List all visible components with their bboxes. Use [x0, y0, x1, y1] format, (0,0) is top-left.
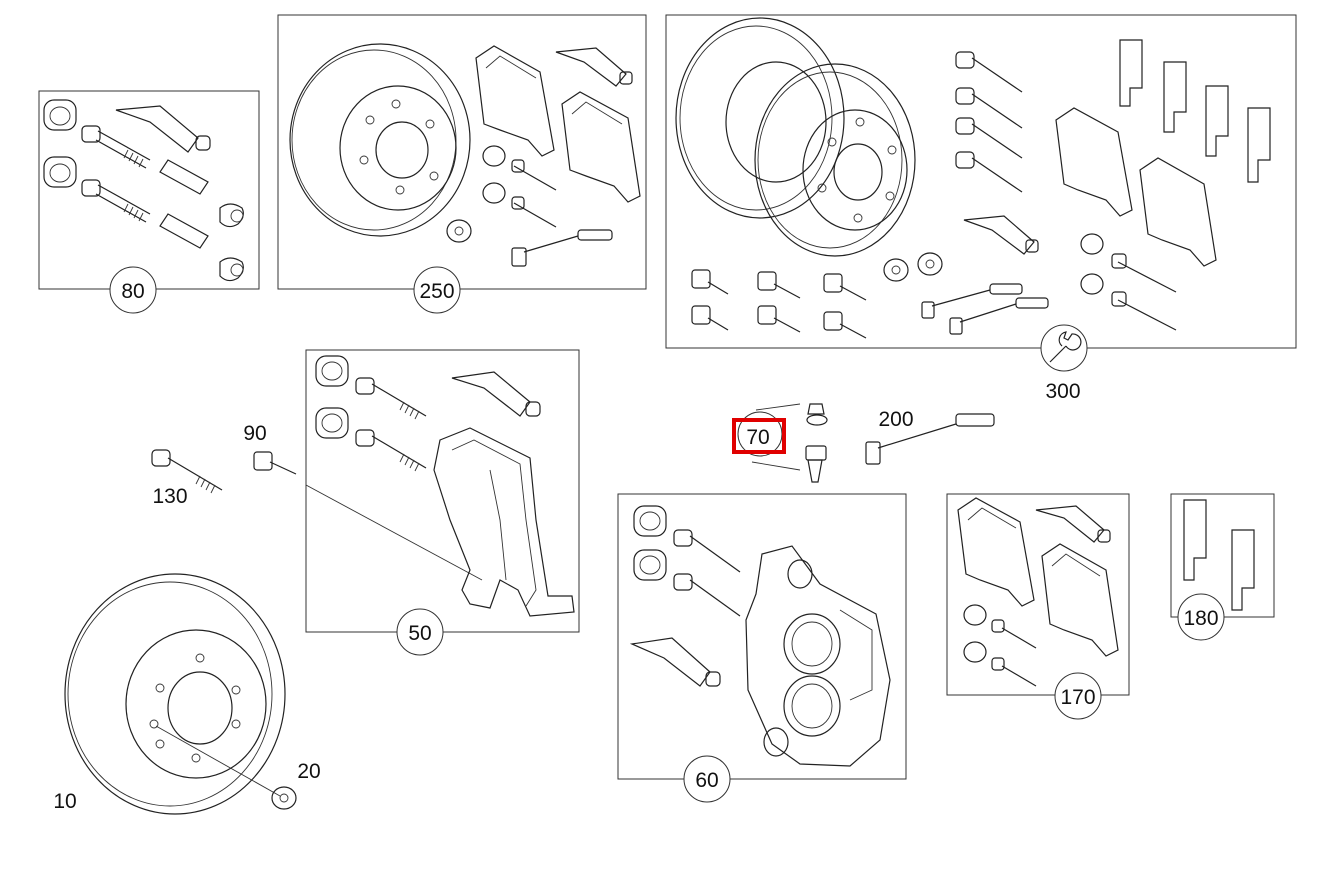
part-10[interactable]: 10	[53, 573, 286, 815]
screw	[446, 219, 472, 243]
wear-sensor-200	[865, 441, 881, 465]
guide-pin-bolt	[955, 51, 1023, 193]
hex-bolt-90	[253, 451, 273, 471]
brake-disc	[675, 17, 916, 257]
seal-ring	[482, 145, 506, 204]
grease-tube	[1035, 505, 1111, 543]
caliper-bracket	[433, 427, 575, 617]
callout-80-label: 80	[121, 280, 144, 303]
grease-tube	[115, 105, 211, 153]
bolt	[991, 619, 1037, 687]
kit-170[interactable]: 170	[946, 493, 1130, 720]
kit-60-box	[617, 493, 907, 780]
bolt-130	[151, 449, 171, 467]
seal-ring	[963, 604, 987, 663]
kit-50-box	[305, 349, 580, 633]
callout-250[interactable]: 250	[413, 266, 461, 314]
wear-sensor	[921, 283, 1049, 335]
seal-ring	[633, 505, 667, 581]
kit-80[interactable]: 80	[38, 90, 260, 314]
kit-170-box	[946, 493, 1130, 696]
guide-sleeve	[159, 159, 209, 249]
part-20[interactable]: 20	[155, 725, 321, 810]
grease-tube	[629, 637, 721, 687]
anti-rattle-clip	[1183, 499, 1255, 611]
guide-pin-bolt	[355, 377, 427, 472]
brake-caliper	[745, 545, 891, 767]
part-90[interactable]: 90	[243, 422, 297, 475]
hex-bolt	[691, 269, 867, 339]
grease-tube	[555, 47, 633, 87]
callout-10-label: 10	[53, 790, 76, 813]
dust-boot	[219, 203, 244, 282]
grease-tube	[451, 371, 541, 417]
kit-250[interactable]: 250	[277, 14, 647, 314]
brake-pad	[957, 497, 1119, 657]
callout-20-label: 20	[297, 760, 320, 783]
screw	[883, 252, 943, 282]
bolt	[511, 159, 557, 228]
brake-pad	[475, 45, 641, 203]
callout-50[interactable]: 50	[396, 608, 444, 656]
grease-tube	[963, 215, 1039, 255]
part-200[interactable]: 200	[865, 408, 995, 465]
callout-170-label: 170	[1060, 686, 1095, 709]
part-130[interactable]: 130	[151, 449, 223, 508]
brake-disc	[64, 573, 286, 815]
kit-50[interactable]: 50	[305, 349, 580, 656]
callout-300-label: 300	[1045, 380, 1080, 403]
callout-50-label: 50	[408, 622, 431, 645]
guide-pin-bolt	[673, 529, 741, 617]
callout-200-label: 200	[878, 408, 913, 431]
callout-60-label: 60	[695, 769, 718, 792]
callout-80[interactable]: 80	[109, 266, 157, 314]
highlight-box-70	[732, 418, 786, 454]
callout-180-label: 180	[1183, 607, 1218, 630]
callout-130-label: 130	[152, 485, 187, 508]
seal-ring	[1080, 233, 1104, 295]
kit-300-box	[665, 14, 1297, 349]
anti-rattle-clip	[1119, 39, 1271, 183]
guide-pin-bolt	[81, 125, 151, 223]
kit-60[interactable]: 60	[617, 493, 907, 803]
bleeder-valve	[805, 403, 828, 483]
bolt	[1111, 253, 1177, 331]
callout-90-label: 90	[243, 422, 266, 445]
seal-ring	[315, 355, 349, 439]
callout-250-label: 250	[419, 280, 454, 303]
seal-ring	[43, 99, 77, 188]
part-70[interactable]: 70	[732, 403, 828, 483]
wrench-icon	[1040, 324, 1088, 372]
callout-60[interactable]: 60	[683, 755, 731, 803]
brake-disc	[289, 43, 471, 237]
kit-180[interactable]: 180	[1170, 493, 1275, 641]
wear-sensor	[511, 229, 613, 267]
callout-70-label: 70	[746, 426, 769, 449]
callout-170[interactable]: 170	[1054, 672, 1102, 720]
kit-300[interactable]: 300	[665, 14, 1297, 403]
callout-180[interactable]: 180	[1177, 593, 1225, 641]
screw-20	[271, 786, 297, 810]
brake-pad	[1055, 107, 1217, 267]
kit-250-box	[277, 14, 647, 290]
